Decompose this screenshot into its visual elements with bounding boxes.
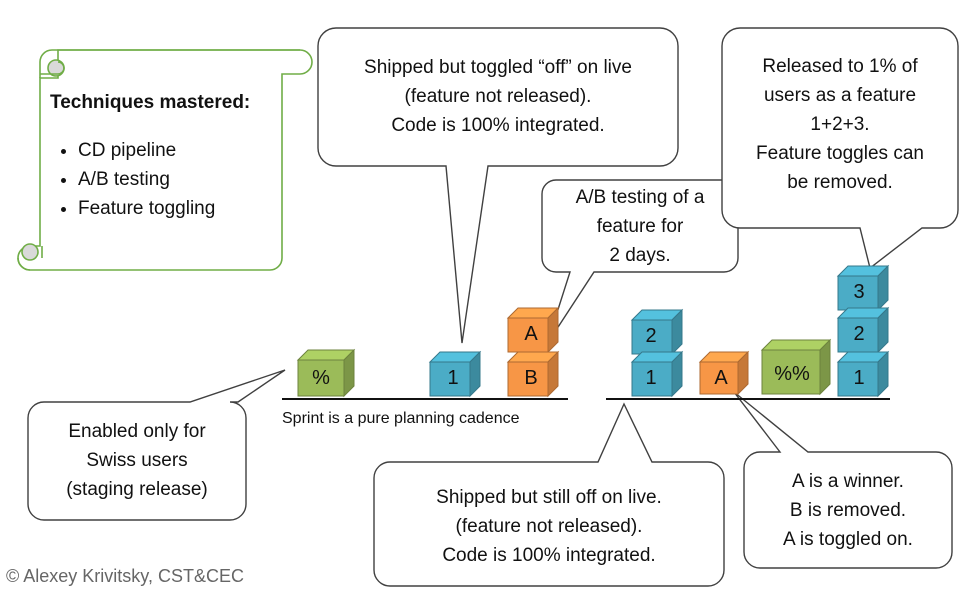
techniques-list: CD pipeline A/B testing Feature toggling <box>50 136 280 223</box>
cube-blocks <box>296 264 890 398</box>
technique-item: CD pipeline <box>78 136 280 165</box>
callout-shipped-off: Shipped but toggled “off” on live (featu… <box>320 44 676 148</box>
cube-a-left <box>506 306 560 354</box>
callout-bubble-shipped-still-off <box>373 402 725 587</box>
callout-bubble-released <box>721 27 959 270</box>
callout-line: (feature not released). <box>404 85 592 107</box>
scroll-title: Techniques mastered: <box>50 92 251 113</box>
callout-ab-testing: A/B testing of a feature for 2 days. <box>542 180 738 272</box>
callout-bubble-shipped-off <box>317 27 679 344</box>
callout-released: Released to 1% of users as a feature 1+2… <box>722 40 958 208</box>
callout-line: A is a winner. <box>792 470 904 492</box>
callout-line: Enabled only for <box>68 420 206 442</box>
callout-winner: A is a winner. B is removed. A is toggle… <box>744 464 952 556</box>
callout-line: Code is 100% integrated. <box>442 544 656 566</box>
technique-item: Feature toggling <box>78 194 280 223</box>
cube-one-right <box>836 350 890 398</box>
block-label-two-mid: 2 <box>645 325 657 347</box>
cube-pct <box>296 348 356 398</box>
callout-line: Swiss users <box>86 449 188 471</box>
cube-b-left <box>506 350 560 398</box>
callout-line: A/B testing of a <box>575 186 705 208</box>
callout-line: be removed. <box>787 171 893 193</box>
block-label-b-left: B <box>524 367 538 389</box>
techniques-scroll: Techniques mastered: CD pipeline A/B tes… <box>50 92 280 223</box>
block-label-three-right: 3 <box>853 281 865 303</box>
copyright-notice: © Alexey Krivitsky, CST&CEC <box>6 566 244 586</box>
block-label-one-mid: 1 <box>645 367 657 389</box>
callout-line: 2 days. <box>609 244 671 266</box>
block-label-one-left: 1 <box>447 367 459 389</box>
callout-line: B is removed. <box>789 499 907 521</box>
block-label-a-left: A <box>524 323 538 345</box>
callout-line: Shipped but still off on live. <box>436 486 662 508</box>
callout-line: Code is 100% integrated. <box>391 114 605 136</box>
cube-one-left <box>428 350 482 398</box>
callout-line: users as a feature <box>763 84 917 106</box>
block-label-one-right: 1 <box>853 367 865 389</box>
callout-line: 1+2+3. <box>810 113 870 135</box>
callout-bubble-swiss <box>27 369 286 521</box>
technique-item: A/B testing <box>78 165 280 194</box>
callout-line: (feature not released). <box>455 515 643 537</box>
cube-one-mid <box>630 350 684 398</box>
sprint-caption: Sprint is a pure planning cadence <box>282 410 520 427</box>
callout-line: Shipped but toggled “off” on live <box>364 56 632 78</box>
callout-line: Released to 1% of <box>762 55 918 77</box>
scroll-shape <box>17 49 313 271</box>
callout-shipped-still-off: Shipped but still off on live. (feature … <box>374 478 724 574</box>
callout-line: A is toggled on. <box>783 528 913 550</box>
callout-line: feature for <box>596 215 684 237</box>
cube-a-right <box>698 350 750 396</box>
callout-line: (staging release) <box>66 478 208 500</box>
callout-swiss: Enabled only for Swiss users (staging re… <box>28 410 246 510</box>
cube-pctpct <box>760 338 832 396</box>
block-label-pctpct: %% <box>774 363 810 385</box>
callout-line: Feature toggles can <box>756 142 924 164</box>
cube-two-mid <box>630 308 684 356</box>
block-label-a-right: A <box>714 367 728 389</box>
callout-bubble-winner <box>733 391 953 569</box>
block-label-pct: % <box>312 367 330 389</box>
block-label-two-right: 2 <box>853 323 865 345</box>
